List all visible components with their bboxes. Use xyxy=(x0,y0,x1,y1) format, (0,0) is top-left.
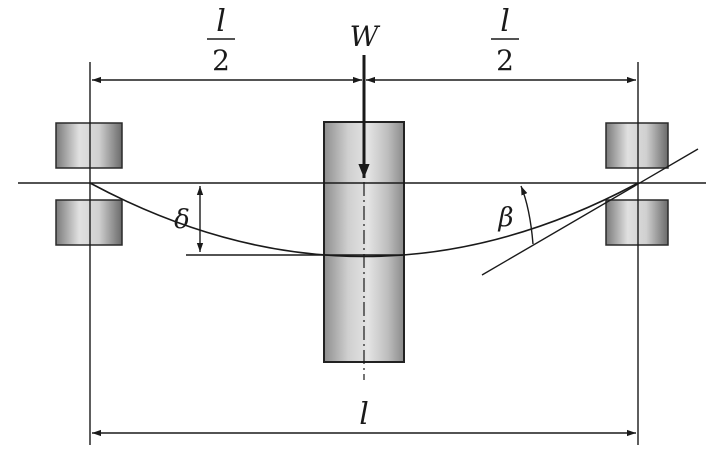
left-bearing-upper xyxy=(55,122,123,169)
right-bearing-upper xyxy=(605,122,669,169)
half-span-right-numerator: l xyxy=(500,4,510,39)
slope-angle-arc xyxy=(520,185,534,245)
load-label: W xyxy=(350,20,381,53)
left-bearing-lower xyxy=(55,199,123,246)
deflected-shaft-curve xyxy=(89,182,639,258)
half-span-right-denominator: 2 xyxy=(496,44,514,77)
half-span-left-label: l 2 xyxy=(207,4,235,77)
full-span-label: l xyxy=(359,397,369,432)
half-span-left-numerator: l xyxy=(216,4,226,39)
deflection-label: δ xyxy=(174,205,190,235)
slope-angle-label: β xyxy=(497,203,513,233)
right-bearing xyxy=(605,122,669,246)
right-bearing-lower xyxy=(605,199,669,246)
half-span-right-label: l 2 xyxy=(491,4,519,77)
slope-tangent-line xyxy=(481,148,699,276)
half-span-left-denominator: 2 xyxy=(212,44,230,77)
left-bearing xyxy=(55,122,123,246)
